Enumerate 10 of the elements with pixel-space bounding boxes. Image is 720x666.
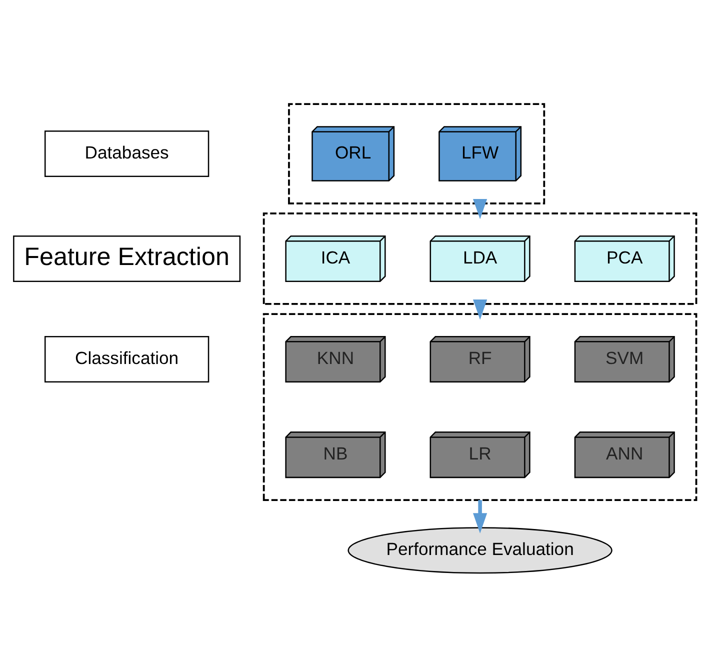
node-box: Feature Extraction bbox=[13, 234, 241, 282]
node-ellipse: Performance Evaluation bbox=[348, 526, 612, 574]
arrow bbox=[473, 299, 488, 320]
arrow bbox=[473, 198, 488, 219]
arrow bbox=[473, 500, 488, 533]
cluster bbox=[288, 102, 546, 204]
node-box: Databases bbox=[44, 130, 210, 176]
cluster bbox=[262, 212, 698, 304]
cluster bbox=[262, 312, 698, 500]
node-box: Classification bbox=[44, 336, 210, 382]
